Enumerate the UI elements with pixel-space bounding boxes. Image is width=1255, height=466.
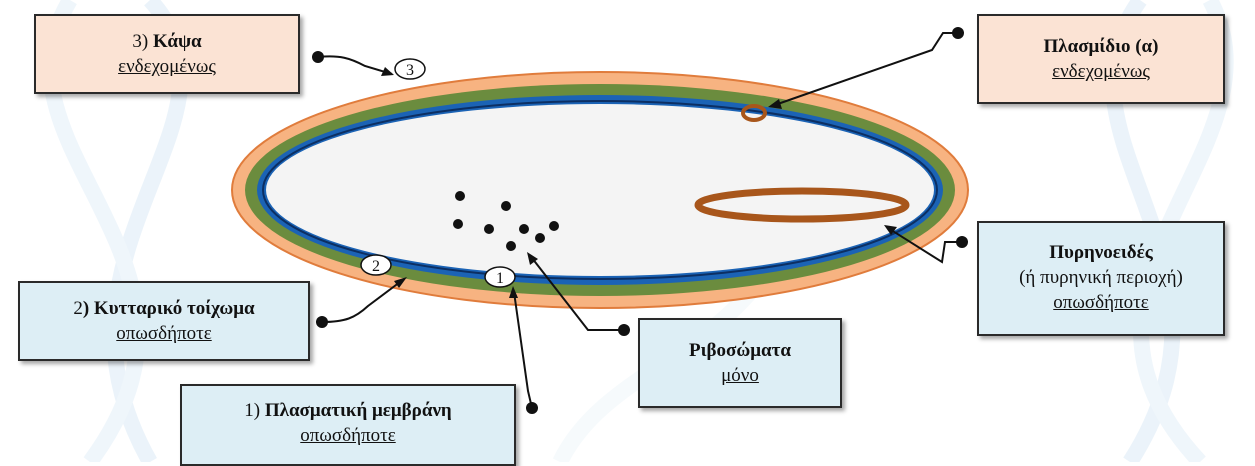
marker-3: 3 — [395, 59, 425, 79]
capsule-qualifier: ενδεχομένως — [36, 54, 298, 79]
marker-1: 1 — [485, 267, 515, 287]
svg-text:3: 3 — [406, 62, 414, 79]
cell-wall-label-box: 2) Κυτταρικό τοίχωμα οπωσδήποτε — [18, 281, 310, 361]
membrane-pointer-line — [514, 292, 532, 408]
capsule-name: Κάψα — [153, 31, 202, 52]
nucleoid-name: Πυρηνοειδές — [1049, 242, 1153, 263]
ribosome — [455, 191, 465, 201]
plasmid-pointer-dot — [952, 27, 964, 39]
membrane-number: 1) — [244, 400, 260, 421]
capsule-title: 3) Κάψα — [36, 29, 298, 54]
cell-wall-pointer-dot — [316, 316, 328, 328]
capsule-label-box: 3) Κάψα ενδεχομένως — [34, 14, 300, 94]
nucleoid-label-box: Πυρηνοειδές (ή πυρηνική περιοχή) οπωσδήπ… — [977, 221, 1225, 336]
membrane-pointer-dot — [526, 402, 538, 414]
ribosome — [453, 219, 463, 229]
plasmid-name: Πλασμίδιο (α) — [1044, 36, 1159, 57]
membrane-name: Πλασματική μεμβράνη — [265, 400, 452, 421]
ribosome — [506, 241, 516, 251]
nucleoid-qualifier: οπωσδήποτε — [979, 290, 1223, 315]
svg-text:2: 2 — [372, 258, 380, 275]
plasmid-qualifier: ενδεχομένως — [979, 59, 1223, 84]
plasmid-label-box: Πλασμίδιο (α) ενδεχομένως — [977, 14, 1225, 104]
ribosomes-label-box: Ριβοσώματα μόνο — [638, 318, 842, 408]
ribosomes-qualifier: μόνο — [640, 363, 840, 388]
cell-wall-number: 2 — [73, 298, 83, 319]
membrane-label-box: 1) Πλασματική μεμβράνη οπωσδήποτε — [180, 384, 516, 466]
cell-wall-name: ) Κυτταρικό τοίχωμα — [83, 298, 255, 319]
membrane-qualifier: οπωσδήποτε — [182, 423, 514, 448]
cell-wall-qualifier: οπωσδήποτε — [20, 321, 308, 346]
nucleoid-pointer-dot — [956, 236, 968, 248]
capsule-pointer-dot — [312, 51, 324, 63]
ribosomes-name: Ριβοσώματα — [689, 340, 791, 361]
marker-2: 2 — [361, 255, 391, 275]
nucleoid-extra: (ή πυρηνική περιοχή) — [979, 265, 1223, 290]
ribosome — [535, 233, 545, 243]
capsule-number: 3) — [132, 31, 148, 52]
ribosome — [549, 221, 559, 231]
ribosomes-pointer-dot — [618, 324, 630, 336]
svg-text:1: 1 — [496, 270, 504, 287]
ribosome — [519, 224, 529, 234]
capsule-pointer-line — [318, 56, 392, 74]
ribosome — [484, 224, 494, 234]
ribosome — [501, 201, 511, 211]
